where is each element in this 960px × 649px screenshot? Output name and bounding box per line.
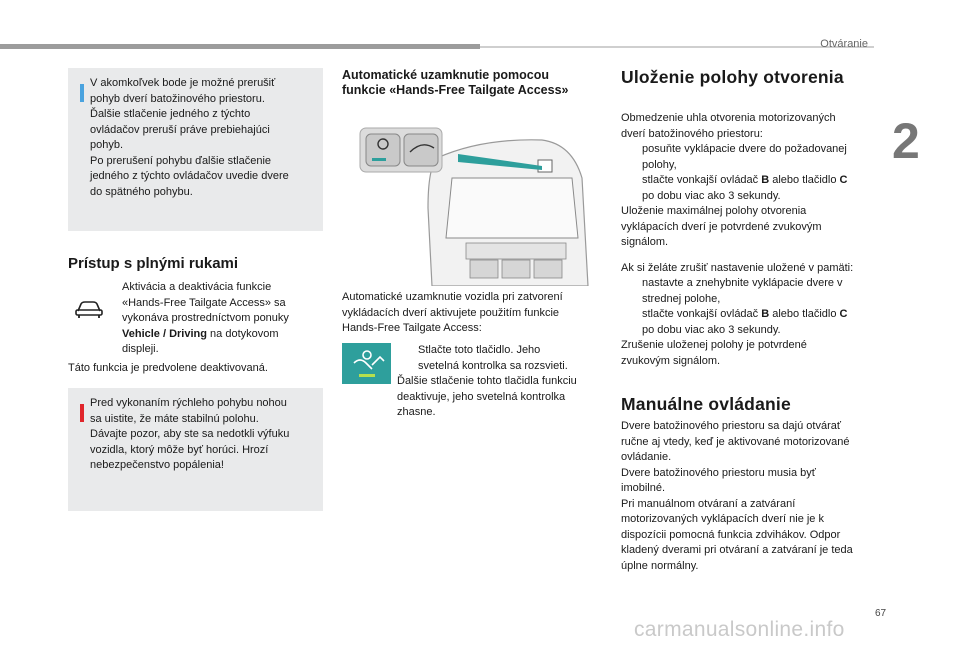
text-line: dverí batožinového priestoru: [621,127,763,140]
press-button-bullet: Stlačte toto tlačidlo. Jeho svetelná kon… [397,343,597,421]
info-line: Po prerušení pohybu ďalšie stlačenie [90,154,272,167]
car-line: vykonáva prostredníctvom ponuky [122,312,289,324]
text-span: alebo tlačidlo [769,308,840,320]
watermark: carmanualsonline.info [634,618,845,641]
info-line: V akomkoľvek bode je možné prerušiť [90,77,276,89]
text-line: Dvere batožinového priestoru sa dajú otv… [621,420,841,432]
header-rule [0,44,480,49]
warn-line: vozidla, ktorý môže byť horúci. Hrozí [90,443,269,456]
warn-line: Pred vykonaním rýchleho pohybu nohou [90,397,287,409]
after-line: deaktivuje, jeho svetelná kontrolka [397,390,566,403]
bullet-line: svetelná kontrolka sa rozsvieti. [418,359,568,372]
text-line: dispozícii pomocná funkcia zdvihákov. Od… [621,528,841,541]
text-line: úplne normálny. [621,559,699,572]
info-line: do spätného pohybu. [90,185,193,198]
heading-line: Automatické uzamknutie pomocou [342,68,549,82]
car-line: «Hands-Free Tailgate Access» sa [122,296,286,309]
text-span: stlačte vonkajší ovládač [642,308,762,320]
text-line: Dvere batožinového priestoru musia byť [621,466,816,479]
heading-save-position: Uloženie polohy otvorenia [621,67,844,87]
text-line: Pri manuálnom otváraní a zatváraní [621,497,796,510]
text-line: motorizovaných vyklápacích dverí nie je … [621,513,824,525]
control-b: B [761,308,770,320]
page-number: 67 [875,608,887,619]
text-line: Uloženie maximálnej polohy otvorenia [621,205,807,217]
text-line: po dobu viac ako 3 sekundy. [642,323,781,336]
car-line-tail: na dotykovom [206,327,279,340]
warn-line: sa uistite, že máte stabilnú polohu. [90,412,259,425]
after-line: zhasne. [397,406,436,418]
text-line: imobilné. [621,482,666,494]
text-line: Zrušenie uloženej polohy je potvrdené [621,339,807,351]
car-settings-icon [74,298,104,325]
text-line: nastavte a znehybnite vyklápacie dvere v [642,277,843,289]
text-line: kladený dverami pri otváraní a zatváraní… [621,544,853,556]
text-line: po dobu viac ako 3 sekundy. [642,189,781,202]
text-line: stlačte vonkajší ovládač B alebo tlačidl… [642,173,886,189]
caption-line: vykládacích dverí aktivujete použitím fu… [342,306,560,319]
control-c: C [839,308,848,320]
car-line: displeji. [122,343,159,355]
chapter-number: 2 [892,113,920,169]
text-line: zvukovým signálom. [621,354,721,367]
caption-line: Hands-Free Tailgate Access: [342,322,482,334]
text-span: alebo tlačidlo [769,174,840,186]
control-b: B [761,174,770,186]
text-line: polohy, [642,158,677,171]
info-line: pohyb. [90,139,124,151]
warn-line: Dávajte pozor, aby ste sa nedotkli výfuk… [90,428,290,440]
control-c: C [839,174,848,186]
warning-icon [80,404,84,422]
warning-note: Pred vykonaním rýchleho pohybu nohou sa … [68,388,323,511]
car-line: Aktivácia a deaktivácia funkcie [122,281,272,293]
text-line: Ak si želáte zrušiť nastavenie uložené v… [621,261,854,274]
after-line: Ďalšie stlačenie tohto tlačidla funkciu [397,375,577,387]
text-line: ručne aj vtedy, keď je aktivované motori… [621,435,850,448]
caption-line: Automatické uzamknutie vozidla pri zatvo… [342,291,563,303]
menu-path: Vehicle / Driving [122,327,207,340]
text-line: signálom. [621,236,669,248]
info-line: ovládačov preruší práve prebiehajúci [90,123,270,136]
warn-line: nebezpečenstvo popálenia! [90,459,224,471]
car-paragraph: Aktivácia a deaktivácia funkcie «Hands-F… [122,280,322,358]
heading-auto-lock: Automatické uzamknutie pomocou funkcie «… [342,68,568,98]
heading-hands-free: Prístup s plnými rukami [68,255,239,272]
info-note: V akomkoľvek bode je možné prerušiť pohy… [68,68,323,231]
text-line: posuňte vyklápacie dvere do požadovanej [642,143,847,155]
text-line: stlačte vonkajší ovládač B alebo tlačidl… [642,307,886,323]
bullet-line: Stlačte toto tlačidlo. Jeho [418,344,541,356]
text-line: ovládanie. [621,451,672,463]
text-line: vyklápacích dverí je potvrdené zvukovým [621,220,822,233]
info-icon [80,84,84,102]
heading-manual: Manuálne ovládanie [621,394,791,414]
save-position-section: Obmedzenie uhla otvorenia motorizovaných… [621,111,886,369]
hands-free-button-icon [342,343,391,384]
auto-lock-caption: Automatické uzamknutie vozidla pri zatvo… [342,290,597,337]
section-title: Otváranie [820,38,868,50]
header-rule-thin [480,46,874,48]
info-line: jedného z týchto ovládačov uvedie dvere [90,170,289,182]
text-line: Obmedzenie uhla otvorenia motorizovaných [621,112,836,124]
default-off-note: Táto funkcia je predvolene deaktivovaná. [68,362,268,374]
car-line: Vehicle / Driving na dotykovom [122,327,322,343]
info-line: pohyb dverí batožinového priestoru. [90,92,265,105]
manual-section: Dvere batožinového priestoru sa dajú otv… [621,419,886,574]
heading-line: funkcie «Hands-Free Tailgate Access» [342,83,569,97]
text-line: strednej polohe, [642,292,721,305]
tailgate-illustration [342,118,597,291]
text-span: stlačte vonkajší ovládač [642,174,762,186]
info-line: Ďalšie stlačenie jedného z týchto [90,108,251,120]
